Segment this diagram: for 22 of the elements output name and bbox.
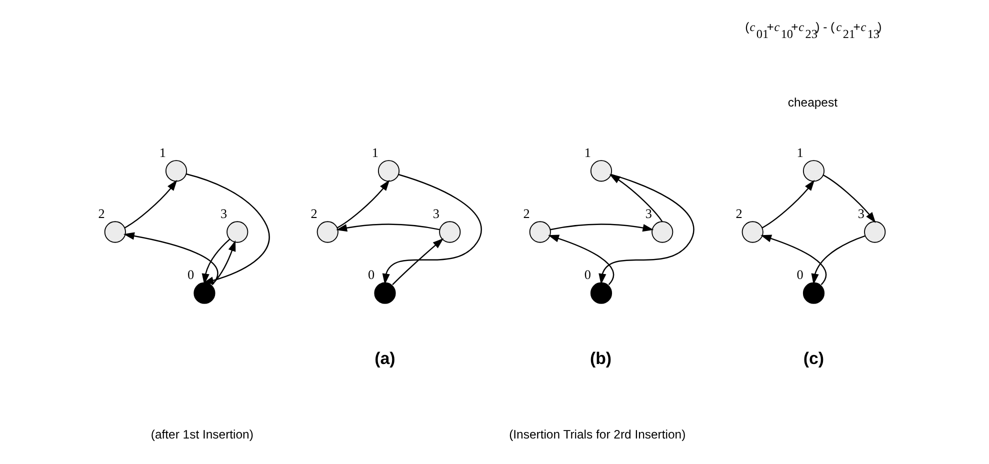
node-label: 1 — [584, 144, 590, 160]
node-label: 3 — [432, 206, 440, 222]
label: cheapest — [787, 95, 837, 110]
label: (c) — [802, 349, 824, 368]
node-label: 0 — [584, 267, 590, 282]
node-label: 0 — [796, 267, 803, 282]
node-label: 0 — [368, 267, 374, 282]
node-label: 3 — [644, 206, 652, 222]
node-label: 2 — [98, 206, 104, 222]
node-label: 2 — [735, 206, 742, 222]
node-label: 1 — [371, 144, 378, 160]
node-label: 2 — [310, 206, 317, 222]
node-label: 2 — [522, 206, 530, 222]
label: (a) — [374, 349, 395, 368]
node-label: 0 — [187, 267, 194, 282]
node-label: 1 — [796, 144, 803, 160]
node-label: 3 — [857, 206, 864, 222]
label: (after 1st Insertion) — [150, 427, 253, 442]
label: (Insertion Trials for 2rd Insertion) — [508, 427, 686, 442]
node-label: 1 — [158, 144, 166, 160]
label: (b) — [589, 349, 612, 368]
node-label: 3 — [220, 206, 227, 222]
